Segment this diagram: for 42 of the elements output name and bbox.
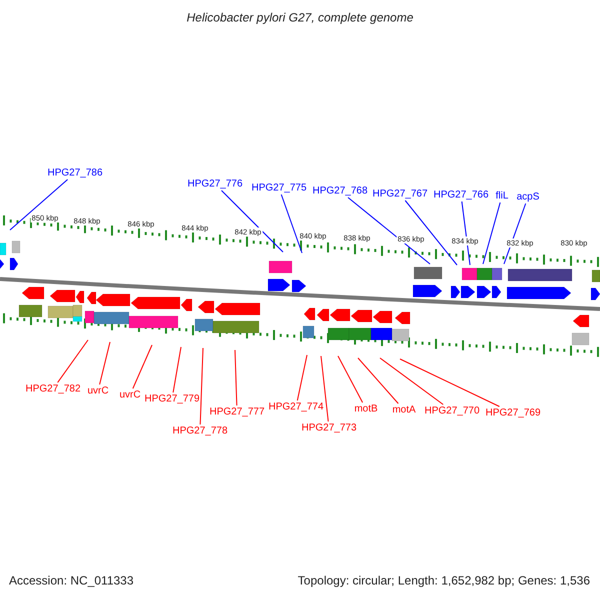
- leader-line: [482, 202, 501, 264]
- gene-label: HPG27_773: [301, 422, 357, 434]
- gene-label: HPG27_767: [372, 188, 428, 200]
- gene-label: HPG27_770: [424, 404, 480, 418]
- leader-line: [380, 358, 444, 405]
- gene-label: motB: [354, 402, 378, 416]
- leader-line: [461, 201, 470, 266]
- gene-label: motA: [392, 404, 416, 416]
- leader-line: [400, 358, 500, 407]
- gene-label: uvrC: [119, 388, 141, 402]
- gene-label: HPG27_786: [47, 166, 103, 180]
- leader-line: [10, 179, 68, 230]
- leader-line: [57, 340, 88, 383]
- leader-line: [280, 194, 302, 254]
- leader-line: [320, 356, 329, 422]
- leader-line: [338, 356, 364, 403]
- gene-label: HPG27_769: [485, 406, 541, 420]
- leader-line: [99, 342, 110, 385]
- leader-line: [200, 348, 204, 425]
- gene-label: HPG27_768: [312, 184, 368, 198]
- accession-text: Accession: NC_011333: [9, 574, 134, 588]
- leader-line: [234, 350, 238, 406]
- gene-label: HPG27_778: [172, 424, 228, 438]
- gene-label: HPG27_775: [251, 182, 307, 194]
- gene-label: HPG27_779: [144, 392, 200, 406]
- leader-line: [348, 197, 430, 264]
- leader-line: [221, 190, 284, 252]
- gene-label: HPG27_774: [268, 400, 324, 414]
- gene-label: HPG27_782: [25, 382, 81, 396]
- title: Helicobacter pylori G27, complete genome: [186, 12, 414, 24]
- leader-line: [404, 200, 458, 266]
- leader-line: [296, 354, 308, 401]
- gene-label: uvrC: [87, 384, 109, 398]
- gene-label: acpS: [516, 190, 540, 204]
- leader-line: [358, 358, 399, 404]
- leader-line: [172, 346, 182, 393]
- gene-label: HPG27_766: [433, 188, 489, 202]
- gene-label: HPG27_777: [209, 406, 265, 418]
- gene-label: HPG27_776: [187, 178, 243, 190]
- leader-line: [132, 344, 152, 389]
- genome-summary-text: Topology: circular; Length: 1,652,982 bp; Genes: 1,536: [298, 574, 590, 588]
- gene-label: fliL: [496, 190, 508, 202]
